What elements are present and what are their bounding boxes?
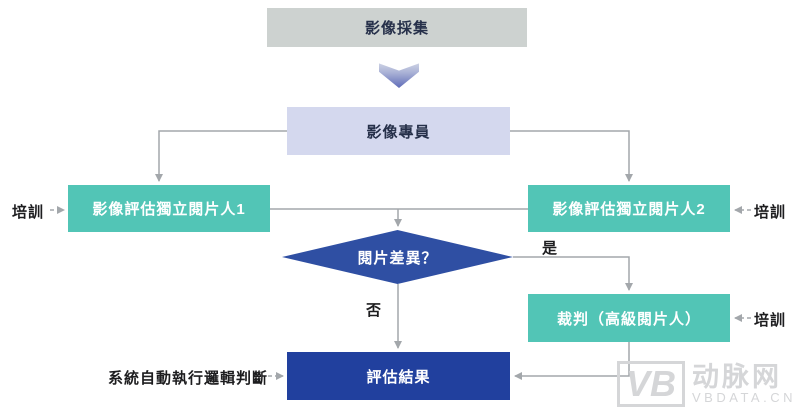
- node-imaging-specialist: 影像專員: [287, 107, 510, 155]
- label-yes: 是: [542, 240, 559, 257]
- node-independent-reader-1: 影像評估獨立閱片人1: [68, 185, 270, 232]
- node-adjudicator-senior-reader: 裁判（高級閱片人）: [528, 294, 730, 342]
- node-evaluation-result: 評估結果: [287, 352, 510, 400]
- watermark: VB 动脉网 VBDATA.CN: [617, 361, 796, 407]
- arrow-down-icon: [379, 63, 419, 88]
- node-decision-reading-difference: 閱片差異？: [282, 230, 513, 284]
- watermark-domain: VBDATA.CN: [692, 390, 796, 406]
- watermark-name: 动脉网: [692, 362, 783, 392]
- label-system-auto-logic: 系統自動執行邏輯判斷: [108, 370, 269, 387]
- node-image-acquisition: 影像採集: [267, 8, 527, 47]
- node-independent-reader-2: 影像評估獨立閱片人2: [528, 185, 730, 232]
- label-no: 否: [366, 302, 383, 319]
- label-training-right-top: 培訓: [754, 204, 787, 221]
- label-training-left: 培訓: [12, 204, 45, 221]
- label-training-right-bottom: 培訓: [754, 312, 787, 329]
- vb-logo: VB: [617, 361, 686, 407]
